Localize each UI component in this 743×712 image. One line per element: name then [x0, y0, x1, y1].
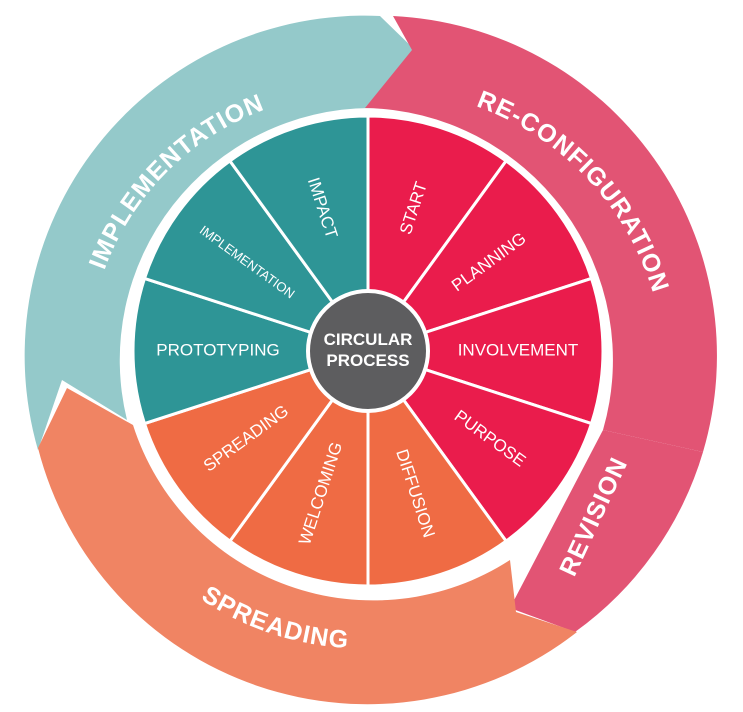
segment-involvement: [363, 276, 605, 426]
segment-diffusion: [366, 346, 509, 588]
segment-prototyping: [131, 276, 373, 426]
segment-spreading: [142, 348, 372, 544]
center-hub: CIRCULAR PROCESS: [306, 289, 430, 413]
center-label-line-1: CIRCULAR: [324, 330, 413, 349]
center-label-line-2: PROCESS: [326, 351, 409, 370]
segment-implementation: [142, 158, 372, 354]
segment-label-prototyping: PROTOTYPING: [156, 340, 279, 359]
segment-start: [366, 114, 509, 356]
segment-label-involvement: INVOLVEMENT: [458, 340, 579, 359]
process-wheel: [131, 114, 605, 588]
spreading-arc: [38, 388, 577, 705]
revision-arc: [510, 430, 703, 632]
implementation-arc: [24, 15, 415, 450]
segment-impact: [227, 114, 370, 356]
segment-welcoming: [227, 346, 370, 588]
re-configuration-arc: [365, 16, 717, 452]
segment-planning: [364, 158, 594, 354]
segment-purpose: [364, 348, 594, 544]
outer-ring: [24, 15, 717, 705]
center-circle: [306, 289, 430, 413]
